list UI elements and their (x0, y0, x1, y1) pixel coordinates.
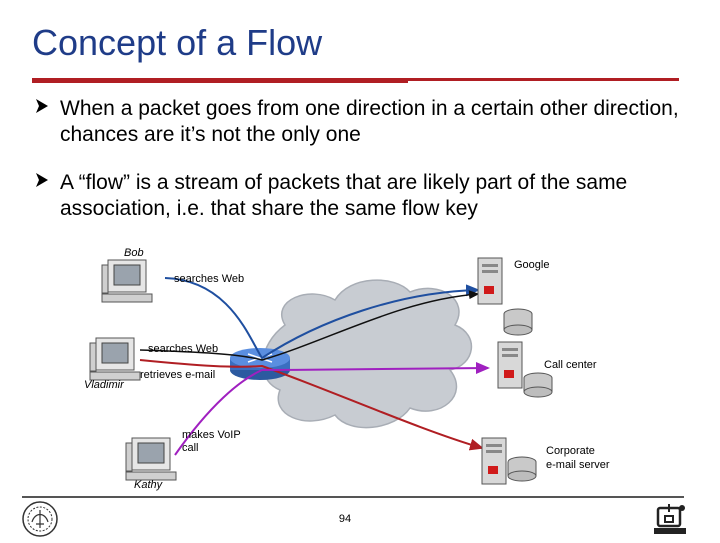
page-number: 94 (338, 513, 352, 525)
flow-vladimir-web (139, 290, 480, 361)
department-logo-icon (652, 500, 690, 543)
server-icon-email (481, 437, 537, 485)
bullet-1-text: When a packet goes from one direction in… (60, 97, 679, 146)
title-underline-thin (408, 78, 679, 81)
title-underline-thick (32, 78, 408, 83)
action-label-kathy: makes VoIP (182, 429, 241, 441)
computer-icon-vladimir (89, 337, 141, 381)
flow-diagram: Bob searches Web searches Web retrieves … (84, 247, 610, 491)
server-label-google: Google (514, 259, 549, 271)
network-cloud (262, 279, 472, 429)
flow-bob-google (164, 277, 480, 360)
action-label-vladimir-web: searches Web (148, 343, 218, 355)
flow-kathy-callcenter (174, 362, 490, 456)
action-label-kathy-2: call (182, 442, 199, 454)
bullet-2-text: A “flow” is a stream of packets that are… (60, 171, 628, 220)
bullet-arrow-icon (34, 170, 60, 222)
action-label-vladimir-mail: retrieves e-mail (140, 369, 215, 381)
bullet-1: When a packet goes from one direction in… (34, 96, 680, 148)
computer-icon-bob (101, 259, 153, 303)
server-label-call-center: Call center (544, 359, 597, 371)
user-label-bob: Bob (124, 247, 144, 259)
server-icon-call-center (497, 341, 553, 398)
action-label-bob: searches Web (174, 273, 244, 285)
footer-divider (22, 496, 684, 498)
computer-icon-kathy (125, 437, 177, 481)
server-label-email-2: e-mail server (546, 459, 610, 471)
user-label-kathy: Kathy (134, 479, 164, 491)
bullet-arrow-icon (34, 96, 60, 148)
slide-title: Concept of a Flow (32, 22, 323, 63)
bullet-2: A “flow” is a stream of packets that are… (34, 170, 680, 222)
server-label-email: Corporate (546, 445, 595, 457)
user-label-vladimir: Vladimir (84, 379, 125, 391)
server-icon-google (477, 257, 533, 336)
university-seal-icon (20, 500, 60, 543)
